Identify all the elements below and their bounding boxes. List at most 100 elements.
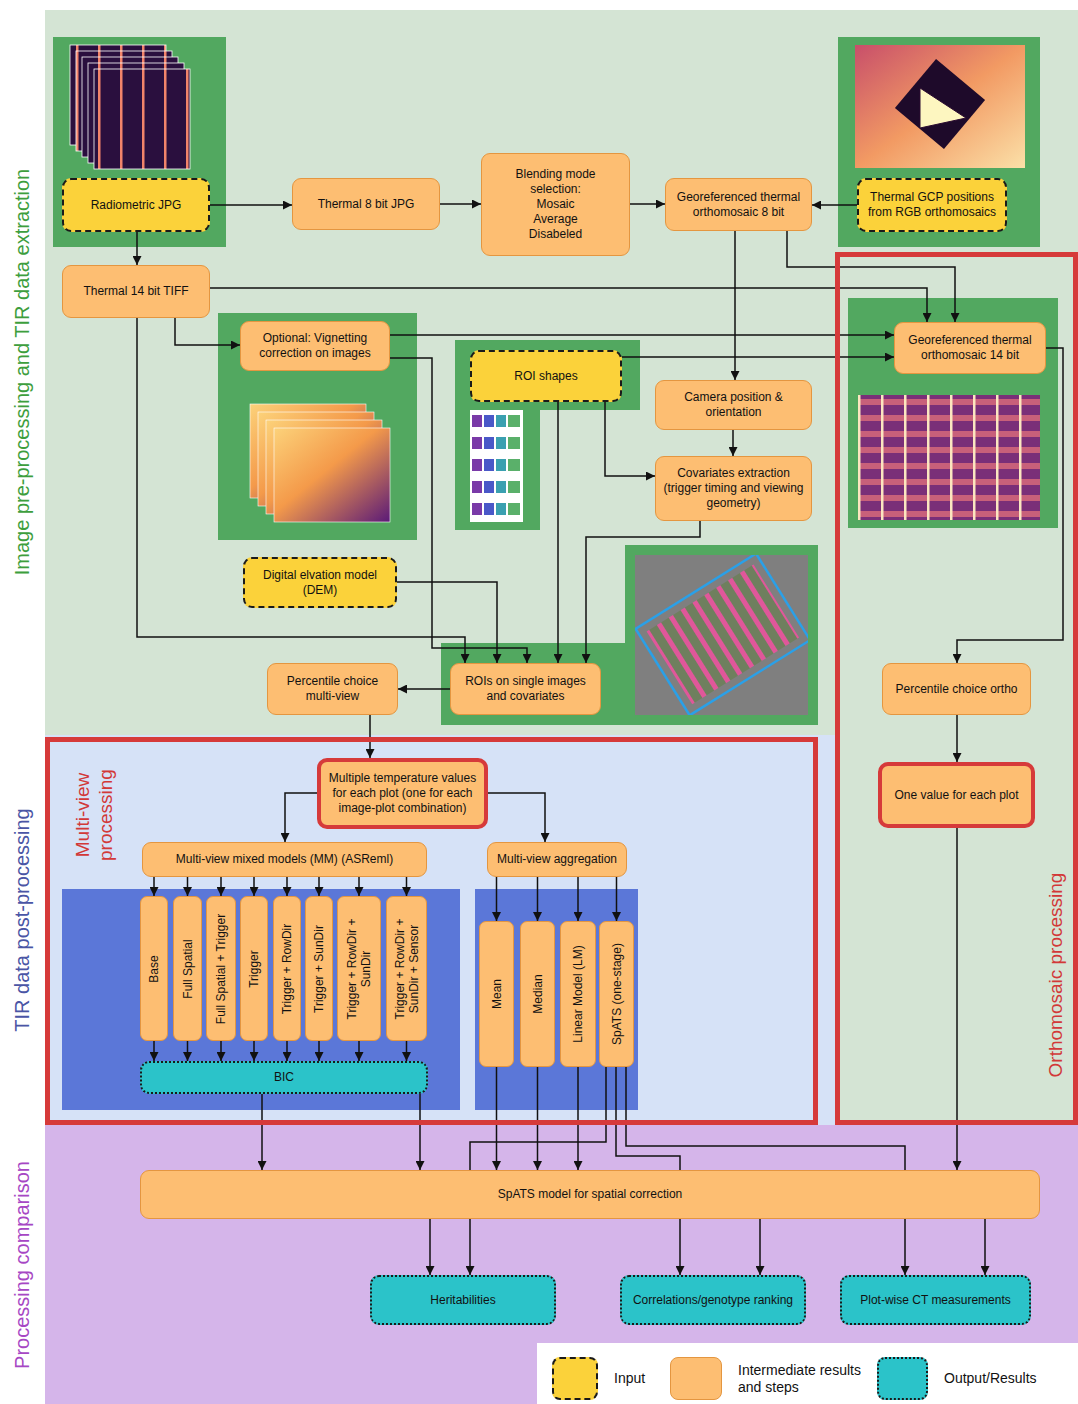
box-label: Camera position & orientation (662, 390, 805, 420)
connector (286, 1041, 288, 1061)
output-box: Heritabilities (370, 1275, 556, 1325)
connector (419, 1094, 421, 1170)
connector (285, 793, 317, 842)
connector (577, 877, 579, 921)
box-label: Blending mode selection: Mosaic Average … (514, 167, 598, 242)
highlight-box: Multiple temperature values for each plo… (317, 758, 488, 829)
connector (787, 231, 955, 322)
thermal-image-stack (70, 45, 190, 169)
connector (957, 348, 1063, 663)
legend-swatch (552, 1357, 598, 1400)
roi-shapes-image (470, 410, 523, 522)
box-label: Linear Model (LM) (571, 927, 585, 1061)
input-box: ROI shapes (470, 350, 622, 402)
rotated-label: Trigger + RowDir + SunDir + Sensor (392, 902, 421, 1035)
field-image (635, 555, 808, 715)
process-box: Georeferenced thermal orthomosaic 8 bit (665, 178, 812, 231)
legend-label: Output/Results (944, 1370, 1059, 1387)
rotated-label: Trigger + RowDir (280, 902, 294, 1035)
connector (175, 318, 240, 345)
model-box: Full Spatial (173, 896, 202, 1041)
rotated-label: Processing comparison (10, 1130, 34, 1400)
section-heading: TIR data post-processing (10, 735, 34, 1105)
image-panel (848, 298, 1058, 528)
box-label: Digital elvation model (DEM) (251, 568, 389, 598)
rotated-label: Base (147, 902, 161, 1035)
box-label: ROIs on single images and covariates (457, 674, 594, 704)
box-label: Georeferenced thermal orthomosaic 14 bit (901, 333, 1039, 363)
connector (210, 288, 927, 322)
connector (616, 877, 618, 921)
band-background (45, 1125, 1078, 1404)
process-box: Thermal 14 bit TIFF (62, 265, 210, 318)
connector (732, 430, 734, 456)
thermal-image (94, 69, 190, 169)
model-box: Linear Model (LM) (560, 921, 596, 1067)
connector (358, 877, 360, 896)
vignetting-images (250, 404, 390, 522)
field-plots (636, 555, 808, 715)
section-band: TIR data post-processingMulti-view proce… (0, 735, 835, 1125)
box-label: Trigger + RowDir + SunDir (345, 902, 374, 1035)
field-outline (636, 555, 808, 715)
highlight-box: One value for each plot (878, 762, 1035, 828)
connector (153, 1041, 155, 1061)
box-label: Thermal 14 bit TIFF (83, 284, 188, 299)
connector (605, 402, 655, 476)
connector (318, 1041, 320, 1061)
box-label: Percentile choice multi-view (274, 674, 391, 704)
processing-region: Orthomosaic processingGeoreferenced ther… (835, 252, 1078, 1125)
band-background (45, 735, 835, 1125)
rotated-label: Image pre-processing and TIR data extrac… (10, 32, 34, 712)
box-label: Full Spatial + Trigger (214, 902, 228, 1035)
box-label: Median (530, 927, 544, 1061)
connector (136, 232, 138, 265)
legend-background (537, 1343, 1078, 1404)
connector (586, 521, 700, 663)
box-label: Optional: Vignetting correction on image… (247, 331, 383, 361)
rotated-label: Full Spatial + Trigger (214, 902, 228, 1035)
process-box: Percentile choice multi-view (267, 663, 398, 715)
box-label: Plot-wise CT measurements (860, 1293, 1011, 1308)
output-box: BIC (140, 1061, 428, 1094)
section-heading: Processing comparison (10, 1130, 34, 1400)
connector (397, 582, 497, 663)
connector (429, 1219, 431, 1275)
model-box: Median (520, 921, 555, 1067)
process-box: Multi-view mixed models (MM) (ASReml) (142, 842, 427, 877)
connector (440, 203, 481, 205)
box-label: Trigger + RowDir + SunDir + Sensor (392, 902, 421, 1035)
box-label: ROI shapes (514, 369, 577, 384)
box-label: Thermal 8 bit JPG (318, 197, 415, 212)
rotated-label: TIR data post-processing (10, 735, 34, 1105)
connector (577, 1067, 579, 1170)
process-box: Multi-view aggregation (487, 842, 627, 877)
image-panel (218, 313, 417, 540)
box-label: Trigger + SunDir (312, 902, 326, 1035)
rotated-label: SpATS (one-stage) (609, 927, 623, 1061)
rotated-label: Median (530, 927, 544, 1061)
model-box: Trigger + SunDir (305, 896, 333, 1041)
connector (956, 715, 958, 762)
rotated-label: Trigger (247, 902, 261, 1035)
gcp-image (855, 45, 1025, 168)
connector (187, 1041, 189, 1061)
process-box: Blending mode selection: Mosaic Average … (481, 153, 630, 256)
process-box: Camera position & orientation (655, 380, 812, 430)
connector (358, 1041, 360, 1061)
rotated-label: Full Spatial (180, 902, 194, 1035)
image-panel (53, 37, 226, 247)
connector (734, 231, 736, 380)
connector (537, 877, 539, 921)
model-box: SpATS (one-stage) (599, 921, 634, 1067)
box-label: Multiple temperature values for each plo… (327, 771, 478, 816)
box-label: BIC (274, 1070, 294, 1085)
connector (286, 877, 288, 896)
box-label: Multi-view aggregation (497, 852, 617, 867)
gcp-marker (920, 88, 966, 128)
connector (984, 1219, 986, 1275)
box-label: Mean (489, 927, 503, 1061)
process-box: Percentile choice ortho (882, 663, 1031, 715)
legend-label: Input (614, 1370, 664, 1387)
